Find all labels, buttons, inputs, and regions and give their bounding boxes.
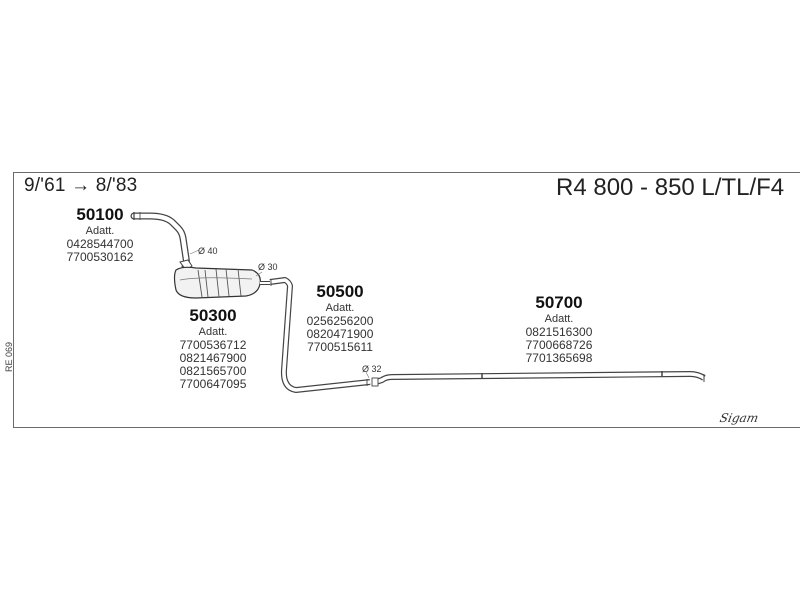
diameter-label-d40: Ø 40 (198, 246, 218, 256)
part-number: 50500 (316, 282, 364, 301)
part-adatt-label: Adatt. (544, 313, 574, 325)
part-code: 7700668726 (525, 338, 593, 352)
diameter-label-d30: Ø 30 (258, 262, 278, 272)
part-code: 0820471900 (306, 327, 374, 341)
part-code: 0821516300 (525, 325, 593, 339)
part-code: 0821467900 (179, 351, 247, 365)
leader-line-d32 (365, 371, 370, 379)
part-code: 0428544700 (66, 237, 134, 251)
part-number: 50100 (76, 205, 124, 224)
drawing-reference: RE 069 (4, 341, 14, 372)
part-label-50700: 50700 Adatt. 0821516300 7700668726 77013… (504, 293, 614, 365)
part-code: 7700647095 (179, 377, 247, 391)
part-code: 7700530162 (66, 250, 134, 264)
arrow-icon: → (71, 175, 91, 196)
part-code: 7701365698 (525, 351, 593, 365)
period-from: 9/'61 (24, 175, 66, 196)
part-adatt-label: Adatt. (85, 225, 115, 237)
part-code: 0821565700 (179, 364, 247, 378)
part-adatt-label: Adatt. (198, 326, 228, 338)
part-code: 7700536712 (179, 338, 247, 352)
intermediate-pipe-50500 (269, 277, 371, 393)
brand-logo: Sigam (718, 411, 760, 425)
part-label-50300: 50300 Adatt. 7700536712 0821467900 08215… (158, 306, 268, 391)
part-code: 7700515611 (307, 340, 373, 354)
part-code: 0256256200 (306, 314, 374, 328)
part-label-50100: 50100 Adatt. 0428544700 7700530162 (45, 205, 155, 264)
tail-pipe-50700 (371, 371, 706, 387)
part-label-50500: 50500 Adatt. 0256256200 0820471900 77005… (285, 282, 395, 354)
vehicle-model-title: R4 800 - 850 L/TL/F4 (556, 174, 785, 201)
part-number: 50300 (189, 306, 237, 325)
diagram-frame (13, 172, 800, 428)
diameter-label-d32: Ø 32 (362, 364, 382, 374)
part-number: 50700 (535, 293, 583, 312)
production-period: 9/'61 → 8/'83 (24, 175, 137, 197)
leader-line-d30 (255, 271, 263, 277)
part-adatt-label: Adatt. (325, 302, 355, 314)
muffler-50300 (173, 259, 270, 299)
leader-line-d40 (189, 249, 200, 255)
period-to: 8/'83 (95, 175, 138, 196)
